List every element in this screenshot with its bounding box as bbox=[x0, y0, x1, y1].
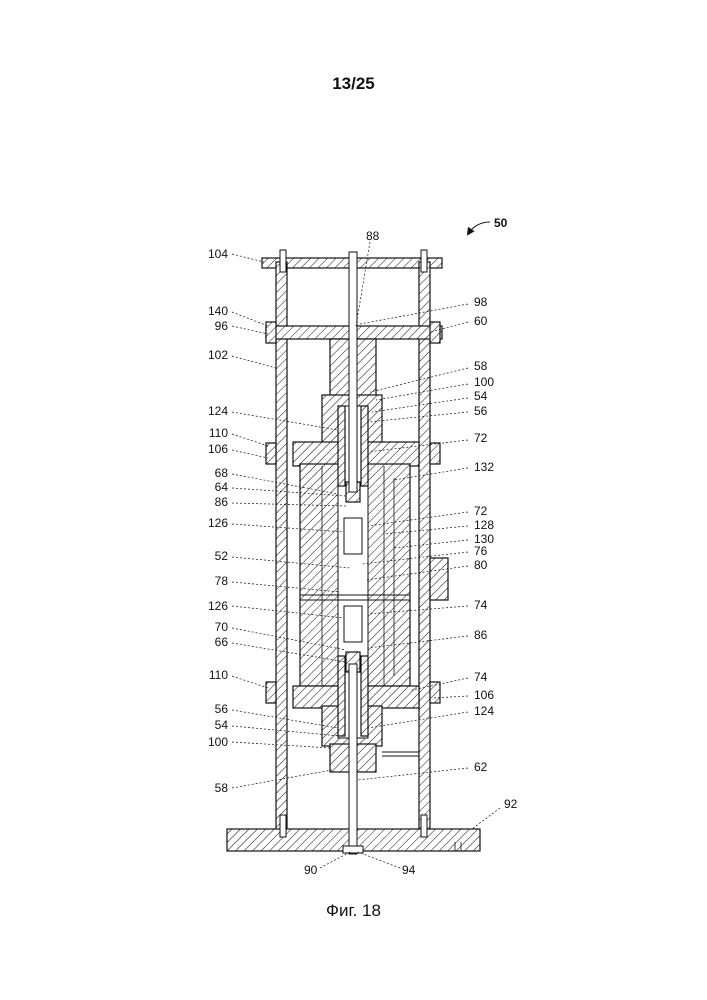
label-126-bottom: 126 bbox=[208, 599, 228, 613]
side-fitting bbox=[430, 558, 448, 600]
figure-caption: Фиг. 18 bbox=[0, 901, 707, 921]
label-110-top: 110 bbox=[209, 426, 228, 440]
label-66: 66 bbox=[215, 635, 229, 649]
upper-specimen bbox=[344, 518, 362, 554]
label-90: 90 bbox=[304, 863, 318, 877]
label-86-bottom: 86 bbox=[474, 628, 488, 642]
label-88: 88 bbox=[366, 229, 380, 243]
label-78: 78 bbox=[215, 574, 229, 588]
label-80: 80 bbox=[474, 558, 488, 572]
label-124-bottom: 124 bbox=[474, 704, 494, 718]
label-72-top: 72 bbox=[474, 431, 488, 445]
label-110-bottom: 110 bbox=[209, 668, 228, 682]
left-tie-rod bbox=[276, 262, 287, 849]
label-56-bottom: 56 bbox=[215, 702, 229, 716]
label-100-bottom: 100 bbox=[208, 735, 228, 749]
label-58-bottom: 58 bbox=[215, 781, 229, 795]
right-tie-rod bbox=[419, 262, 430, 849]
label-74-mid: 74 bbox=[474, 598, 488, 612]
label-106-top: 106 bbox=[208, 442, 228, 456]
label-98: 98 bbox=[474, 295, 488, 309]
label-58-top: 58 bbox=[474, 359, 488, 373]
label-68: 68 bbox=[215, 466, 229, 480]
label-62: 62 bbox=[474, 760, 488, 774]
label-76: 76 bbox=[474, 544, 488, 558]
label-54-top: 54 bbox=[474, 389, 488, 403]
lower-specimen bbox=[344, 606, 362, 642]
label-106-bottom: 106 bbox=[474, 688, 494, 702]
label-92: 92 bbox=[504, 797, 518, 811]
label-96: 96 bbox=[215, 319, 229, 333]
label-64: 64 bbox=[215, 480, 229, 494]
label-124-top: 124 bbox=[208, 404, 228, 418]
label-128: 128 bbox=[474, 518, 494, 532]
label-102: 102 bbox=[208, 348, 228, 362]
label-50: 50 bbox=[494, 216, 508, 230]
label-94: 94 bbox=[402, 863, 416, 877]
label-104: 104 bbox=[208, 247, 228, 261]
central-stem bbox=[349, 252, 357, 492]
label-126-top: 126 bbox=[208, 516, 228, 530]
label-132: 132 bbox=[474, 460, 494, 474]
label-70: 70 bbox=[215, 620, 229, 634]
label-74-bottom: 74 bbox=[474, 670, 488, 684]
label-100-top: 100 bbox=[474, 375, 494, 389]
label-86-top: 86 bbox=[215, 495, 229, 509]
label-72-mid: 72 bbox=[474, 504, 488, 518]
label-60: 60 bbox=[474, 314, 488, 328]
label-56-top: 56 bbox=[474, 404, 488, 418]
label-140: 140 bbox=[208, 304, 228, 318]
label-54-bottom: 54 bbox=[215, 718, 229, 732]
label-52: 52 bbox=[215, 549, 229, 563]
